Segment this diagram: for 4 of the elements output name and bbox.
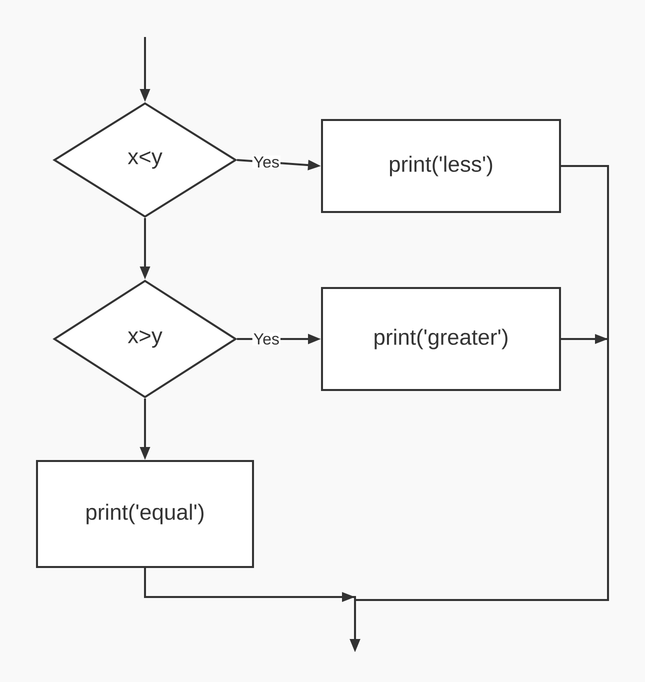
edge-label: Yes [252,156,280,169]
process-box: print('equal') [36,460,254,568]
process-box: print('less') [321,119,561,213]
process-box: print('greater') [321,287,561,391]
